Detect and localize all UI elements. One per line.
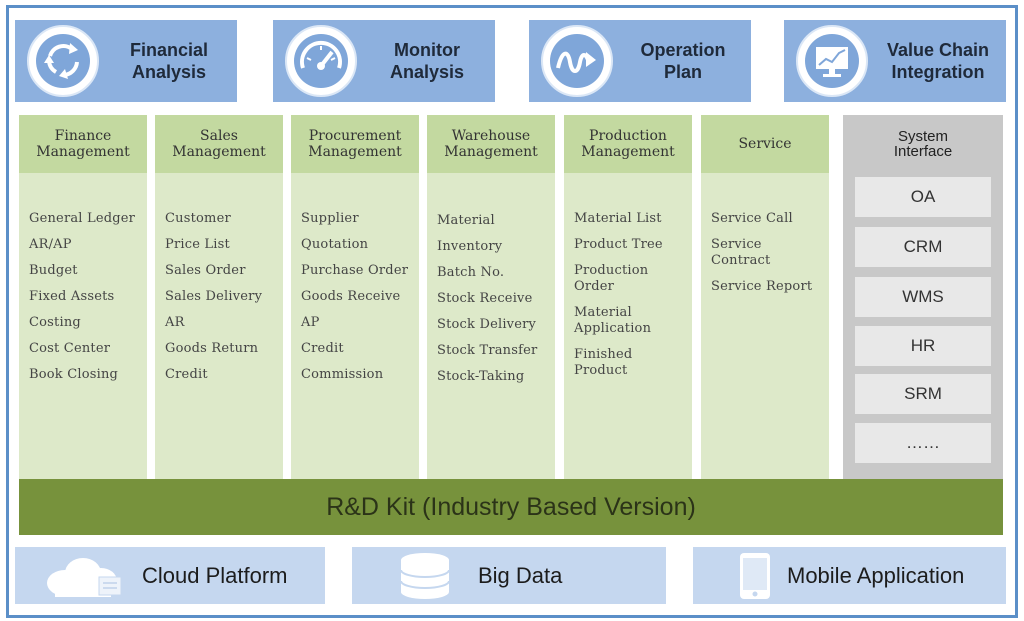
list-item: Goods Receive xyxy=(301,289,401,304)
list-item: Service Report xyxy=(711,279,813,294)
list-item: Customer xyxy=(165,211,231,226)
monitor-analysis-label: Monitor Analysis xyxy=(389,40,465,82)
service-column: Service Service Call Service Contract Se… xyxy=(701,115,829,481)
list-item: Material Application xyxy=(574,305,652,336)
mobile-application-label: Mobile Application xyxy=(787,562,965,588)
interface-item: HR xyxy=(855,326,991,366)
list-item: Service Contract xyxy=(711,237,771,268)
list-item: Costing xyxy=(29,315,81,330)
architecture-diagram: Financial Analysis Monitor Analysis Oper xyxy=(6,5,1018,618)
list-item: Sales Order xyxy=(165,263,246,278)
database-icon xyxy=(399,552,451,605)
cloud-platform-label: Cloud Platform xyxy=(142,562,288,588)
wave-arrow-icon xyxy=(541,25,613,97)
list-item: Batch No. xyxy=(437,265,505,280)
sales-management-column: Sales Management Customer Price List Sal… xyxy=(155,115,283,481)
column-header: Finance Management xyxy=(19,115,147,173)
mobile-application-box: Mobile Application xyxy=(693,547,1006,604)
list-item: Supplier xyxy=(301,211,359,226)
column-header: Production Management xyxy=(564,115,692,173)
warehouse-management-column: Warehouse Management Material Inventory … xyxy=(427,115,555,481)
speedometer-icon xyxy=(285,25,357,97)
list-item: Production Order xyxy=(574,263,649,294)
list-item: Stock Receive xyxy=(437,291,533,306)
list-item: Goods Return xyxy=(165,341,259,356)
list-item: Budget xyxy=(29,263,78,278)
list-item: Product Tree xyxy=(574,237,663,252)
cloud-icon xyxy=(43,555,131,604)
system-interface-title: System Interface xyxy=(893,128,953,160)
list-item: Sales Delivery xyxy=(165,289,263,304)
mobile-phone-icon xyxy=(739,552,771,605)
list-item: AR/AP xyxy=(29,237,72,252)
interface-item: SRM xyxy=(855,374,991,414)
list-item: Book Closing xyxy=(29,367,119,382)
rd-kit-bar: R&D Kit (Industry Based Version) xyxy=(19,479,1003,535)
interface-item: WMS xyxy=(855,277,991,317)
list-item: Credit xyxy=(165,367,208,382)
list-item: Cost Center xyxy=(29,341,111,356)
column-header: Sales Management xyxy=(155,115,283,173)
production-management-column: Production Management Material List Prod… xyxy=(564,115,692,481)
column-header: Warehouse Management xyxy=(427,115,555,173)
cycle-arrows-icon xyxy=(27,25,99,97)
big-data-box: Big Data xyxy=(352,547,666,604)
list-item: Stock Transfer xyxy=(437,343,538,358)
monitor-analysis-box: Monitor Analysis xyxy=(273,20,495,102)
cloud-platform-box: Cloud Platform xyxy=(15,547,325,604)
list-item: AP xyxy=(301,315,320,330)
value-chain-integration-box: Value Chain Integration xyxy=(784,20,1006,102)
list-item: Quotation xyxy=(301,237,369,252)
finance-management-column: Finance Management General Ledger AR/AP … xyxy=(19,115,147,481)
list-item: Price List xyxy=(165,237,230,252)
interface-item: OA xyxy=(855,177,991,217)
list-item: Inventory xyxy=(437,239,503,254)
list-item: Finished Product xyxy=(574,347,633,378)
list-item: Stock Delivery xyxy=(437,317,537,332)
interface-item: CRM xyxy=(855,227,991,267)
big-data-label: Big Data xyxy=(478,562,563,588)
financial-analysis-box: Financial Analysis xyxy=(15,20,237,102)
financial-analysis-label: Financial Analysis xyxy=(129,40,209,82)
list-item: Credit xyxy=(301,341,344,356)
monitor-chart-icon xyxy=(796,25,868,97)
value-chain-integration-label: Value Chain Integration xyxy=(886,40,990,82)
list-item: Material List xyxy=(574,211,662,226)
list-item: Service Call xyxy=(711,211,793,226)
column-header: Service xyxy=(701,115,829,173)
operation-plan-label: Operation Plan xyxy=(640,40,726,82)
list-item: AR xyxy=(165,315,185,330)
list-item: Commission xyxy=(301,367,384,382)
list-item: Purchase Order xyxy=(301,263,409,278)
procurement-management-column: Procurement Management Supplier Quotatio… xyxy=(291,115,419,481)
list-item: General Ledger xyxy=(29,211,136,226)
column-header: Procurement Management xyxy=(291,115,419,173)
list-item: Fixed Assets xyxy=(29,289,115,304)
operation-plan-box: Operation Plan xyxy=(529,20,751,102)
system-interface-panel: System Interface OA CRM WMS HR SRM …… xyxy=(843,115,1003,481)
list-item: Stock-Taking xyxy=(437,369,525,384)
list-item: Material xyxy=(437,213,495,228)
interface-item: …… xyxy=(855,423,991,463)
